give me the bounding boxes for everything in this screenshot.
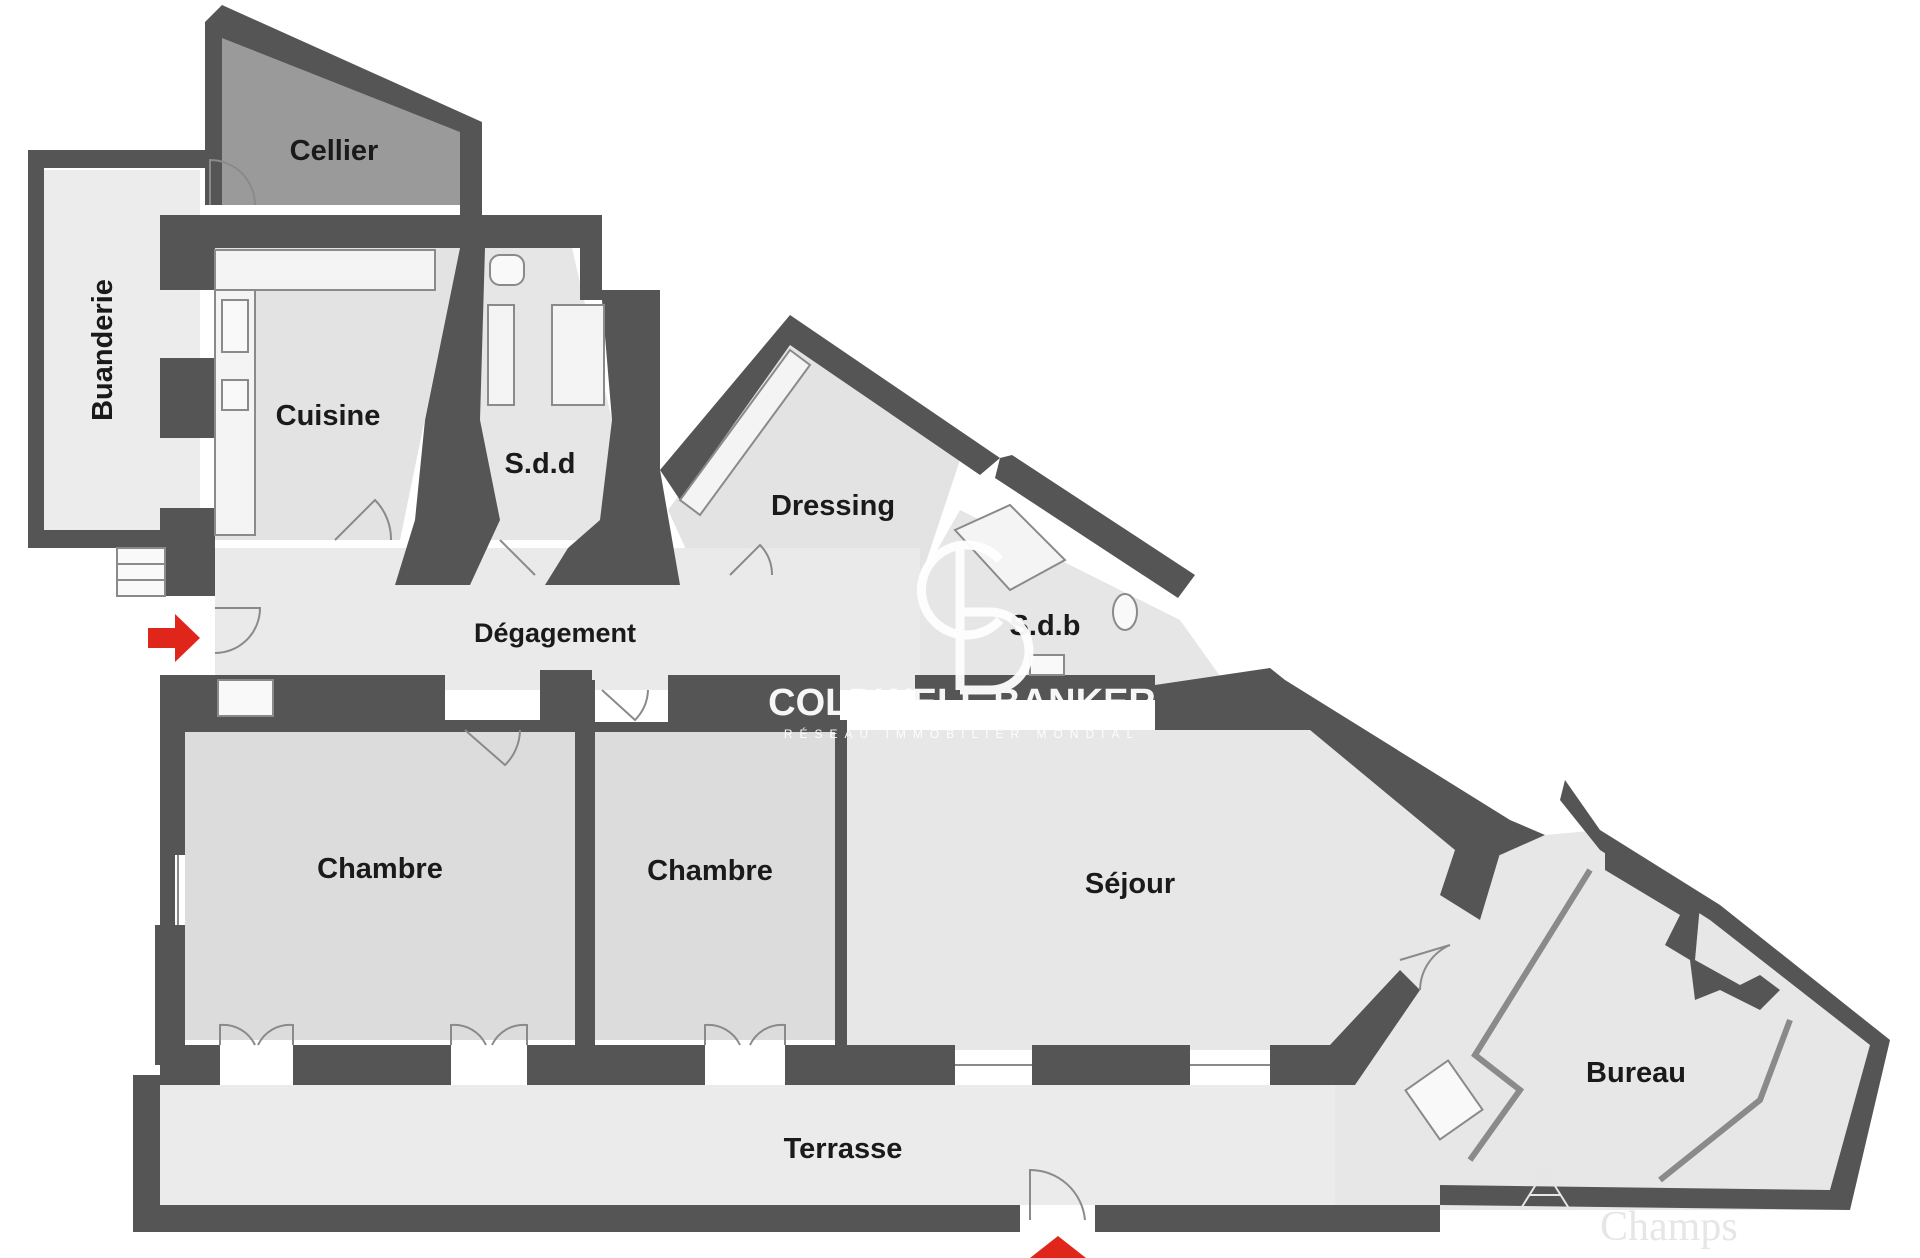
label-cuisine: Cuisine <box>276 400 381 432</box>
terrace-wall-1 <box>160 1045 220 1085</box>
terrasse-outer-wall-right <box>1095 1205 1440 1232</box>
label-sdd: S.d.d <box>505 448 576 480</box>
brand-tagline: RÉSEAU IMMOBILIER MONDIAL <box>784 726 1140 741</box>
terrace-wall-3 <box>527 1045 705 1085</box>
degagement-closet <box>217 679 274 717</box>
kitchen-top-wall <box>160 215 602 300</box>
dressing-wall <box>660 315 1000 500</box>
terrasse-floor <box>160 1085 1440 1205</box>
kitchen-left-wall-2 <box>160 508 215 596</box>
corner-brand: Champs <box>1600 1204 1738 1250</box>
sdb-toilet <box>1112 593 1138 631</box>
chambre-top-wall <box>185 720 575 732</box>
door-sdd <box>499 539 536 576</box>
sejour-right-wall <box>1155 668 1510 920</box>
brand-name: COLDWELL BANKER <box>768 682 1156 724</box>
sdd-shower <box>551 304 605 406</box>
bureau-steps <box>1404 1059 1484 1141</box>
sdd-vanity <box>487 304 515 406</box>
degagement-wall-seg-2 <box>275 675 445 720</box>
chambre-sejour-divider <box>835 720 847 1050</box>
terrace-wall-5 <box>1032 1045 1190 1085</box>
door-chambre-2 <box>601 689 649 722</box>
bureau-windows <box>1467 868 1793 1183</box>
label-buanderie: Buanderie <box>87 279 119 421</box>
floors <box>42 22 1890 1210</box>
bureau-window-left <box>1467 868 1593 1162</box>
bureau-wall-notch <box>1605 850 1780 1010</box>
kitchen-hob <box>221 379 249 411</box>
chambre-1-floor <box>185 730 575 1040</box>
sdb-bathtub <box>953 503 1067 592</box>
chambre-2-floor <box>595 730 835 1040</box>
door-cuisine <box>334 498 393 541</box>
dressing-shelf <box>678 348 812 517</box>
door-terrasse <box>1029 1168 1086 1221</box>
label-cellier: Cellier <box>290 135 379 167</box>
dressing-floor <box>668 345 960 580</box>
chambre2-top-wall <box>595 722 835 732</box>
terrace-wall-2 <box>293 1045 451 1085</box>
doors <box>177 158 1451 1221</box>
door-entrance <box>214 607 262 654</box>
label-degagement: Dégagement <box>474 618 636 648</box>
label-chambre-1: Chambre <box>317 853 443 885</box>
door-chambre-1 <box>464 729 521 767</box>
cuisine-floor <box>215 248 460 540</box>
cellier-wall <box>205 5 482 215</box>
french-door-1 <box>219 1023 294 1046</box>
cuisine-sdd-wall <box>395 248 500 585</box>
french-door-2 <box>450 1023 528 1046</box>
label-chambre-2: Chambre <box>647 855 773 887</box>
label-dressing: Dressing <box>771 490 895 522</box>
door-cellier <box>209 158 256 206</box>
degagement-wall-seg-5 <box>915 675 1155 700</box>
chambre1-left-wall <box>155 720 185 1065</box>
fixtures <box>116 249 1484 1141</box>
bureau-window-right <box>1658 1018 1793 1183</box>
brand-watermark: COLDWELL BANKER RÉSEAU IMMOBILIER MONDIA… <box>768 540 1156 741</box>
buanderie-steps <box>116 547 166 597</box>
corner-logo-icon <box>1519 1168 1571 1211</box>
door-sejour-bureau <box>1399 944 1451 991</box>
terrace-wall-6 <box>1270 970 1420 1085</box>
kitchen-left-wall-1 <box>160 358 215 438</box>
degagement-floor <box>215 548 920 690</box>
walls <box>28 5 1890 1232</box>
terrace-entrance-arrow-icon <box>1030 1236 1086 1258</box>
room-labels: Cellier Buanderie Cuisine S.d.d Dressing… <box>87 135 1686 1165</box>
cb-monogram-icon <box>917 540 1034 695</box>
degagement-wall-seg-1 <box>160 675 215 720</box>
bureau-left-wall <box>1480 820 1545 855</box>
chambre-divider-wall <box>575 680 595 1050</box>
sdb-sink <box>1029 654 1065 676</box>
entrance-arrow-icon <box>148 614 200 662</box>
label-sejour: Séjour <box>1085 868 1175 900</box>
kitchen-sink <box>221 299 249 353</box>
terrasse-outer-wall <box>133 1075 1020 1232</box>
markers <box>148 614 1086 1258</box>
kitchen-counter-top <box>214 249 436 291</box>
sdd-toilet <box>489 254 525 286</box>
cellier-floor <box>222 22 460 205</box>
sdb-wall <box>995 455 1195 598</box>
corner-watermark: Champs <box>1519 1168 1738 1250</box>
degagement-wall-seg-4 <box>668 675 840 727</box>
sdd-right-wall <box>545 290 680 585</box>
label-terrasse: Terrasse <box>784 1133 903 1165</box>
sejour-floor <box>845 730 1480 1050</box>
door-dressing <box>729 543 774 576</box>
terrace-wall-4 <box>785 1045 955 1085</box>
french-door-3 <box>704 1023 786 1046</box>
label-bureau: Bureau <box>1586 1057 1686 1089</box>
bureau-outer-wall <box>1440 780 1890 1210</box>
